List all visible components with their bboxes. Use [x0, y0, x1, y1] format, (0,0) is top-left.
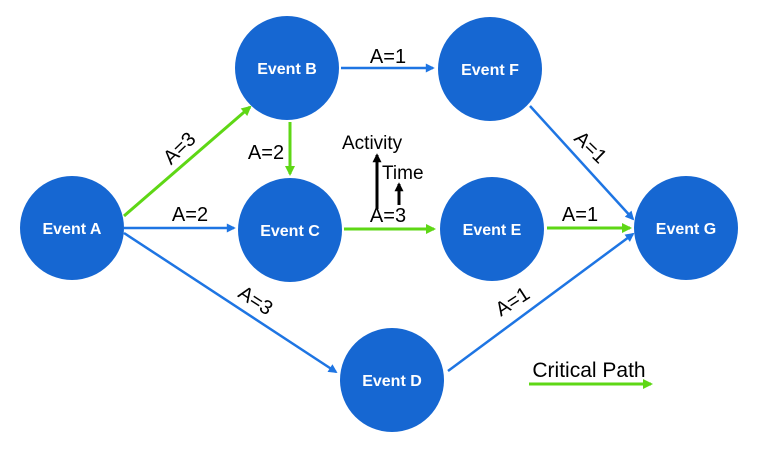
edges-layer	[123, 63, 635, 374]
node-label-event-e: Event E	[463, 222, 522, 239]
node-label-event-f: Event F	[461, 62, 519, 79]
edge-label-b-c: A=2	[248, 142, 284, 164]
edge-a-d	[123, 231, 338, 374]
node-event-c	[238, 178, 342, 282]
node-label-event-c: Event C	[260, 223, 320, 240]
edge-label-c-e: A=3	[370, 205, 406, 227]
edge-label-b-f: A=1	[370, 46, 406, 68]
critical-path-legend: Critical Path	[529, 359, 653, 389]
node-event-a	[20, 176, 124, 280]
edge-label-f-g: A=1	[570, 127, 611, 168]
edge-d-g	[447, 232, 635, 373]
activity-label: Activity	[342, 133, 403, 154]
edge-label-a-c: A=2	[172, 204, 208, 226]
edge-a-b-critical	[123, 105, 252, 218]
critical-path-legend-label: Critical Path	[532, 359, 645, 382]
node-event-f	[438, 17, 542, 121]
node-event-d	[340, 328, 444, 432]
node-event-g	[634, 176, 738, 280]
edge-f-g	[529, 105, 635, 221]
edge-label-d-g: A=1	[492, 283, 534, 321]
node-label-event-d: Event D	[362, 373, 422, 390]
node-label-event-b: Event B	[257, 61, 317, 78]
node-event-e	[440, 177, 544, 281]
edge-label-a-d: A=3	[234, 282, 276, 320]
nodes-layer: Event A Event B Event C Event D Event E Event…	[20, 16, 738, 432]
node-event-b	[235, 16, 339, 120]
edge-label-e-g: A=1	[562, 204, 598, 226]
node-label-event-a: Event A	[43, 221, 102, 238]
node-label-event-g: Event G	[656, 221, 716, 238]
time-label: Time	[382, 163, 424, 184]
edge-label-a-b: A=3	[159, 128, 200, 169]
